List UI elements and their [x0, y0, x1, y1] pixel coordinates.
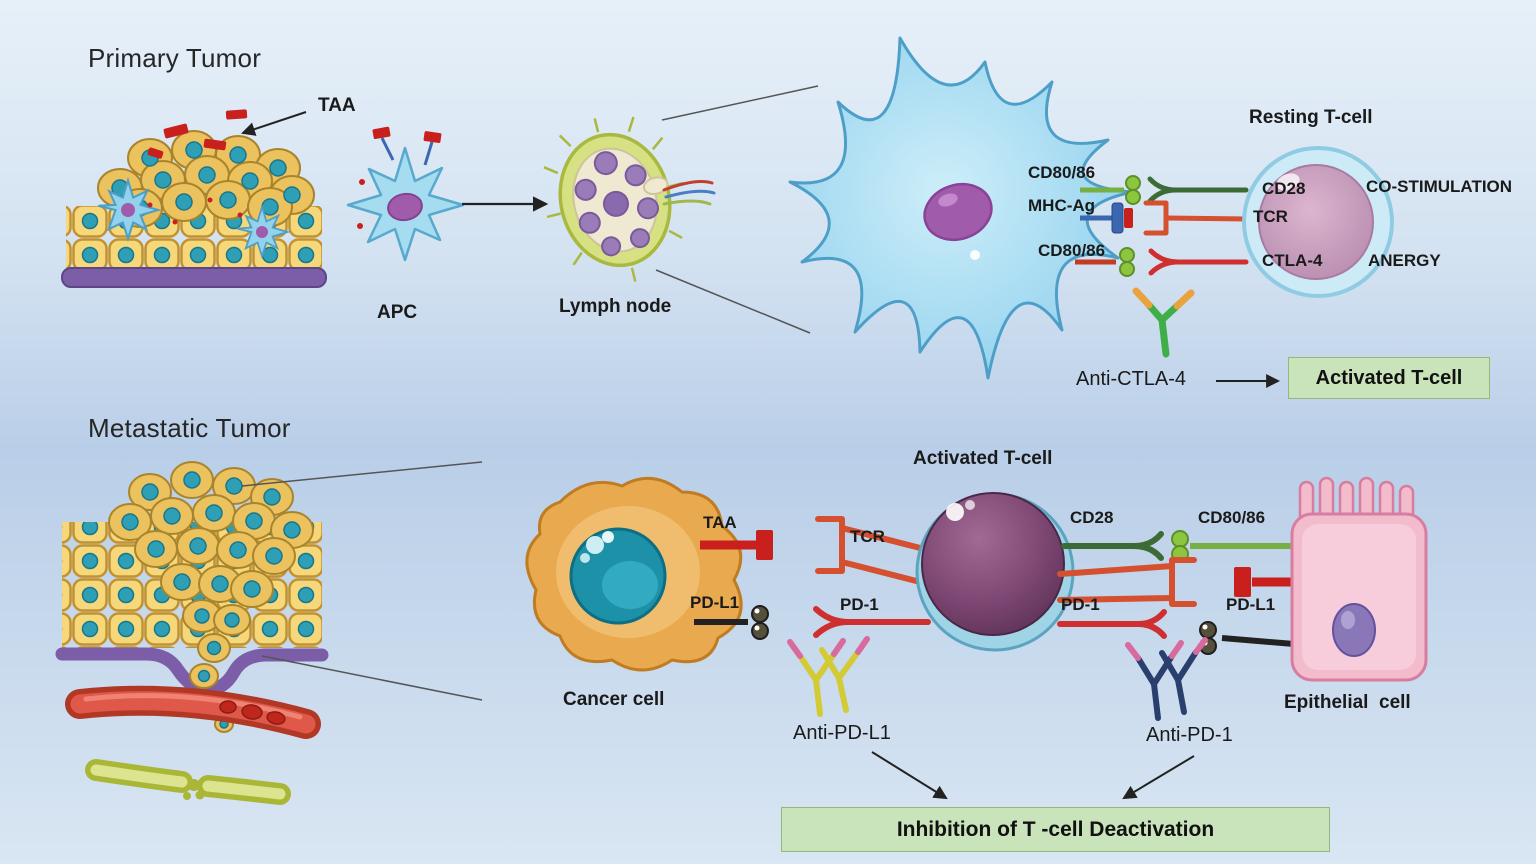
- anti-pd-l1-arrow: [871, 751, 948, 800]
- activated-tcell-label: Activated T-cell: [913, 448, 1053, 469]
- tcr-top-label: TCR: [1253, 207, 1288, 226]
- anti-pd-1-antibody-icon: [1125, 637, 1208, 721]
- ctla4-receptor-icon: [1148, 248, 1249, 276]
- metastatic-tumor-illustration: [55, 461, 329, 733]
- inhibition-outcome-text: Inhibition of T -cell Deactivation: [896, 817, 1215, 841]
- cancer-cell-label: Cancer cell: [563, 689, 665, 710]
- primary-tumor-title: Primary Tumor: [88, 43, 262, 73]
- activated-tcell-icon: [915, 492, 1075, 652]
- cd80-86-ligand-upper-icon: [1080, 175, 1141, 205]
- activated-tcell-outcome-box: Activated T-cell: [1288, 357, 1490, 399]
- anti-pd-l1-antibody-icon: [787, 636, 870, 717]
- anti-ctla4-antibody-icon: [1132, 287, 1195, 358]
- cd28-receptor-top-icon: [1147, 176, 1249, 204]
- lymph-node-icon: [543, 116, 684, 282]
- cd28-bottom-label: CD28: [1070, 508, 1114, 527]
- taa-ligand-bottom-icon: [700, 530, 773, 560]
- pd-1-receptor-right-icon: [1057, 609, 1167, 639]
- anergy-label: ANERGY: [1368, 251, 1441, 270]
- pd-l1-right-label: PD-L1: [1226, 595, 1276, 614]
- cd28-top-label: CD28: [1262, 179, 1306, 198]
- taa-pointer-arrow: [241, 111, 307, 136]
- tcr-receptor-top-icon: [1143, 200, 1251, 236]
- epithelial-cell-icon: [1290, 476, 1428, 682]
- cd80-86-lower-label: CD80/86: [1038, 241, 1106, 260]
- infiltrating-dendritic-cell-icon: [98, 176, 291, 260]
- tcr-like-bracket-right-icon: [1057, 557, 1197, 607]
- metastatic-tumor-title: Metastatic Tumor: [88, 413, 291, 443]
- epithelial-red-ligand-icon: [1234, 567, 1294, 597]
- red-blood-cells-icon: [219, 700, 286, 725]
- tcr-receptor-bottom-icon: [815, 516, 931, 587]
- co-stimulation-label: CO-STIMULATION: [1366, 177, 1513, 196]
- cd28-receptor-bottom-icon: [1061, 531, 1164, 561]
- pd-l1-left-label: PD-L1: [690, 593, 740, 612]
- lymph-node-label: Lymph node: [559, 296, 672, 317]
- mhc-ag-label: MHC-Ag: [1028, 196, 1096, 215]
- anti-pd-1-arrow: [1122, 755, 1195, 800]
- zoom-line-bottom: [655, 269, 811, 334]
- dendritic-cell-large-icon: [788, 36, 1134, 380]
- resting-tcell-label: Resting T-cell: [1249, 107, 1373, 128]
- apc-label: APC: [377, 302, 418, 323]
- cd80-86-bottom-label: CD80/86: [1198, 508, 1266, 527]
- anti-pd-l1-label: Anti-PD-L1: [793, 722, 891, 744]
- apc-cell-icon: [346, 126, 465, 262]
- ctla4-label: CTLA-4: [1262, 251, 1323, 270]
- taa-label-bottom: TAA: [703, 513, 737, 532]
- activated-tcell-outcome-text: Activated T-cell: [1315, 366, 1463, 389]
- pd-1-right-label: PD-1: [1061, 595, 1100, 614]
- zoom-line-metastatic-bottom: [261, 655, 483, 701]
- pd-l1-ligand-right-icon: [1199, 621, 1295, 655]
- inhibition-outcome-box: Inhibition of T -cell Deactivation: [781, 807, 1330, 852]
- resting-tcell-icon: [1242, 146, 1394, 298]
- lymph-vessel-green-icon: [85, 759, 291, 805]
- epithelial-cell-label: Epithelial cell: [1284, 692, 1411, 713]
- cancer-cell-icon: [525, 476, 743, 672]
- pd-1-receptor-left-icon: [813, 606, 931, 638]
- pd-l1-ligand-left-icon: [694, 605, 769, 640]
- tcr-bottom-label: TCR: [850, 527, 885, 546]
- lymph-node-vessels-icon: [662, 180, 716, 206]
- zoom-line-top: [661, 85, 819, 121]
- primary-tumor-illustration: [61, 109, 327, 288]
- cd80-86-ligand-lower-icon: [1075, 247, 1135, 277]
- zoom-line-metastatic-top: [241, 461, 483, 487]
- cd80-86-upper-label: CD80/86: [1028, 163, 1096, 182]
- anti-ctla4-label: Anti-CTLA-4: [1076, 368, 1187, 390]
- anti-pd-1-label: Anti-PD-1: [1146, 724, 1233, 746]
- mhc-ag-complex-icon: [1080, 202, 1133, 234]
- taa-fragments-icon: [147, 109, 248, 225]
- taa-label-top: TAA: [318, 95, 356, 116]
- pd-1-left-label: PD-1: [840, 595, 879, 614]
